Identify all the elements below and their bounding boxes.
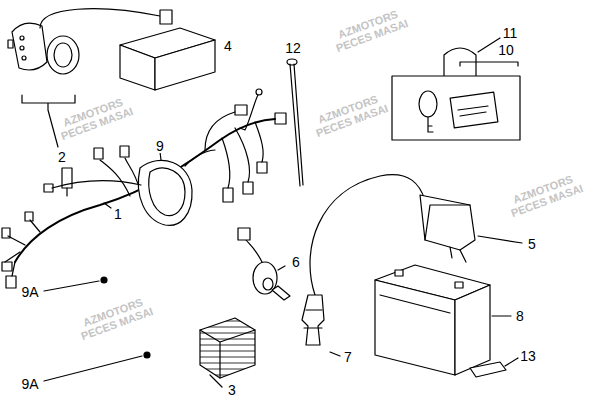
callout-number: 13 — [519, 349, 537, 363]
watermark: AZMOTORS PECES MASAI — [502, 169, 589, 220]
callout-number: 2 — [57, 150, 67, 164]
watermark: AZMOTORS PECES MASAI — [306, 89, 393, 140]
headlight — [44, 152, 192, 381]
callout-number: 12 — [284, 41, 302, 55]
regulator — [200, 318, 255, 378]
callout-number: 6 — [291, 255, 301, 269]
key-set — [392, 62, 520, 140]
battery-strap — [470, 358, 518, 377]
callout-number: 4 — [223, 39, 233, 53]
callout-number: 9 — [155, 139, 165, 153]
bolt — [287, 59, 303, 186]
watermark: AZMOTORS PECES MASAI — [51, 92, 138, 143]
callout-number: 1 — [113, 207, 123, 221]
leader-line — [210, 375, 222, 387]
callout-number: 11 — [502, 26, 519, 40]
wiring-harness — [2, 89, 286, 288]
watermark: AZMOTORS PECES MASAI — [71, 292, 158, 343]
watermark: AZMOTORS PECES MASAI — [326, 4, 413, 55]
ignition-switch — [238, 228, 290, 300]
cdi-unit — [120, 28, 215, 90]
callout-number: 10 — [497, 43, 515, 57]
callout-number: 9A — [20, 285, 39, 299]
callout-number: 3 — [227, 383, 237, 397]
connector-2 — [62, 168, 72, 196]
callout-number: 8 — [515, 309, 525, 323]
callout-number: 9A — [20, 377, 39, 391]
ignition-coil — [420, 195, 522, 262]
callout-number: 5 — [527, 237, 537, 251]
battery — [375, 265, 511, 375]
callout-number: 7 — [343, 350, 353, 364]
